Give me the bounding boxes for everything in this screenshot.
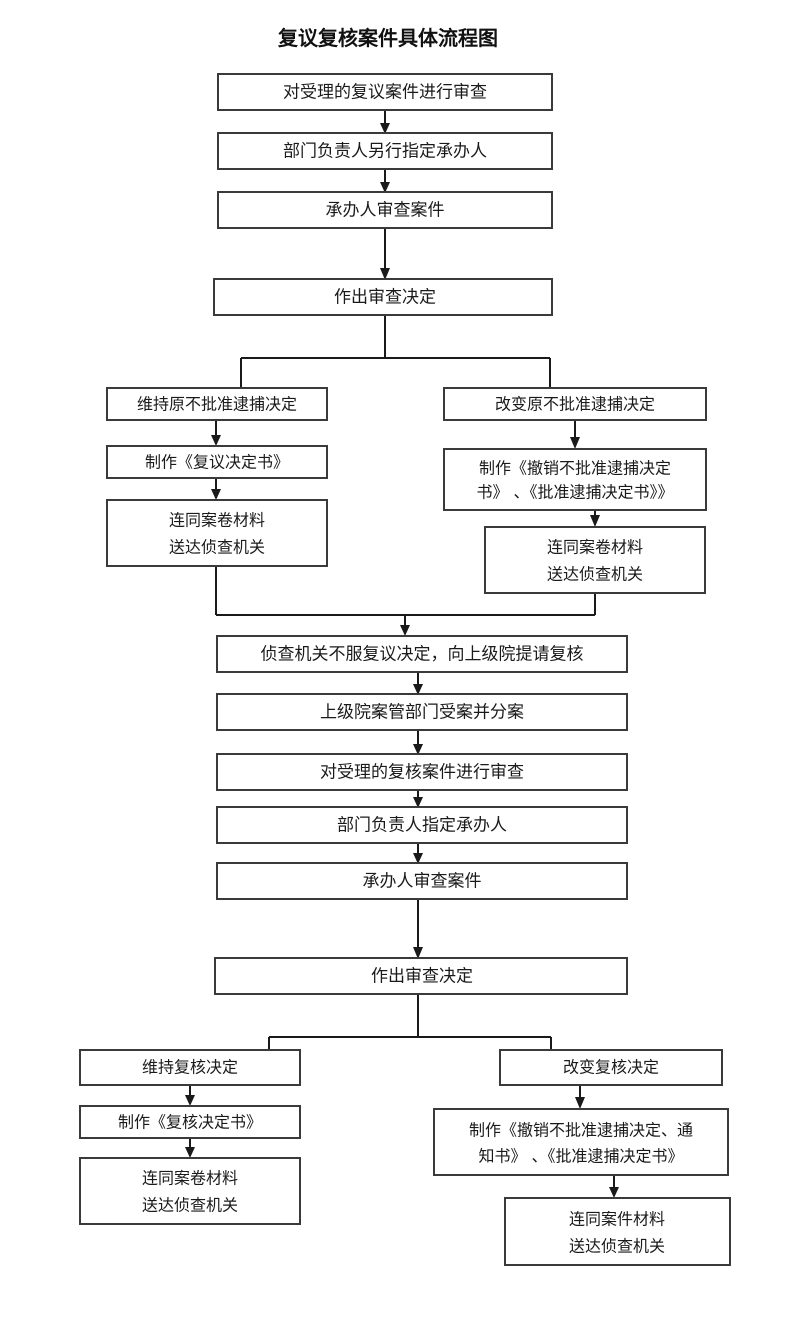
node-n18[interactable]: 改变复核决定 [499, 1049, 723, 1086]
arrowhead-n20-n22 [609, 1187, 619, 1198]
node-n8-line1: 制作《撤销不批准逮捕决定 [479, 459, 671, 478]
node-n19-label: 制作《复核决定书》 [118, 1113, 262, 1132]
node-n9-line2: 送达侦查机关 [169, 538, 265, 557]
node-n12[interactable]: 上级院案管部门受案并分案 [216, 693, 628, 731]
page-title: 复议复核案件具体流程图 [277, 26, 498, 50]
node-n16-label: 作出审查决定 [371, 967, 473, 987]
node-n21-line2: 送达侦查机关 [142, 1196, 238, 1215]
node-n2[interactable]: 部门负责人另行指定承办人 [217, 132, 553, 170]
node-n11[interactable]: 侦查机关不服复议决定，向上级院提请复核 [216, 635, 628, 673]
node-n10-line2: 送达侦查机关 [547, 565, 643, 584]
node-n12-label: 上级院案管部门受案并分案 [320, 703, 524, 723]
node-n3[interactable]: 承办人审查案件 [217, 191, 553, 229]
node-n9[interactable]: 连同案卷材料 送达侦查机关 [106, 499, 328, 567]
arrowhead-n5-n7 [211, 435, 221, 446]
node-n11-label: 侦查机关不服复议决定，向上级院提请复核 [261, 645, 584, 665]
node-n14-label: 部门负责人指定承办人 [337, 816, 507, 836]
node-n13-label: 对受理的复核案件进行审查 [320, 763, 524, 783]
node-n15-label: 承办人审查案件 [363, 872, 482, 892]
arrowhead-n11-n12 [413, 684, 423, 695]
node-n1[interactable]: 对受理的复议案件进行审查 [217, 73, 553, 111]
arrowhead-n14-n15 [413, 853, 423, 864]
arrowhead-n13-n14 [413, 797, 423, 808]
node-n17[interactable]: 维持复核决定 [79, 1049, 301, 1086]
arrowhead-n7-n9 [211, 489, 221, 500]
node-n16[interactable]: 作出审查决定 [214, 957, 628, 995]
arrowhead-n2-n3 [380, 182, 390, 193]
node-n15[interactable]: 承办人审查案件 [216, 862, 628, 900]
node-n8-line2: 书》 、《批准逮捕决定书》》 [476, 483, 673, 502]
node-n7[interactable]: 制作《复议决定书》 [106, 445, 328, 479]
node-n22[interactable]: 连同案件材料 送达侦查机关 [504, 1197, 731, 1266]
arrowhead-n18-n20 [575, 1097, 585, 1109]
arrowhead-n19-n21 [185, 1147, 195, 1158]
arrowhead-n15-n16 [413, 947, 423, 959]
node-n7-label: 制作《复议决定书》 [145, 453, 289, 472]
node-n8[interactable]: 制作《撤销不批准逮捕决定 书》 、《批准逮捕决定书》》 [443, 448, 707, 511]
connector-layer [185, 110, 619, 1198]
node-n4[interactable]: 作出审查决定 [213, 278, 553, 316]
node-n1-label: 对受理的复议案件进行审查 [283, 83, 487, 103]
node-n6[interactable]: 改变原不批准逮捕决定 [443, 387, 707, 421]
node-n17-label: 维持复核决定 [142, 1058, 238, 1077]
node-n20-line2: 知书》 、《批准逮捕决定书》 [478, 1147, 683, 1166]
arrowhead-n8-n10 [590, 515, 600, 527]
arrowhead-n6-n8 [570, 437, 580, 449]
node-n6-label: 改变原不批准逮捕决定 [495, 395, 655, 414]
arrowhead-merge-n11 [400, 625, 410, 636]
node-n19[interactable]: 制作《复核决定书》 [79, 1105, 301, 1139]
node-n4-label: 作出审查决定 [334, 288, 436, 308]
node-n3-label: 承办人审查案件 [326, 201, 445, 221]
node-n9-line1: 连同案卷材料 [169, 511, 265, 530]
arrowhead-n17-n19 [185, 1095, 195, 1106]
node-n21[interactable]: 连同案卷材料 送达侦查机关 [79, 1157, 301, 1225]
node-n21-line1: 连同案卷材料 [142, 1169, 238, 1188]
arrowhead-n3-n4 [380, 268, 390, 280]
node-n10[interactable]: 连同案卷材料 送达侦查机关 [484, 526, 706, 594]
node-n14[interactable]: 部门负责人指定承办人 [216, 806, 628, 844]
node-n2-label: 部门负责人另行指定承办人 [283, 142, 487, 162]
node-n5[interactable]: 维持原不批准逮捕决定 [106, 387, 328, 421]
node-n20[interactable]: 制作《撤销不批准逮捕决定、通 知书》 、《批准逮捕决定书》 [433, 1108, 729, 1176]
node-n10-line1: 连同案卷材料 [547, 538, 643, 557]
node-n22-line1: 连同案件材料 [569, 1210, 665, 1229]
node-n18-label: 改变复核决定 [563, 1058, 659, 1077]
arrowhead-n12-n13 [413, 744, 423, 755]
node-n5-label: 维持原不批准逮捕决定 [137, 395, 297, 414]
node-n13[interactable]: 对受理的复核案件进行审查 [216, 753, 628, 791]
arrowhead-n1-n2 [380, 123, 390, 134]
node-n22-line2: 送达侦查机关 [569, 1237, 665, 1256]
node-n20-line1: 制作《撤销不批准逮捕决定、通 [469, 1121, 693, 1140]
